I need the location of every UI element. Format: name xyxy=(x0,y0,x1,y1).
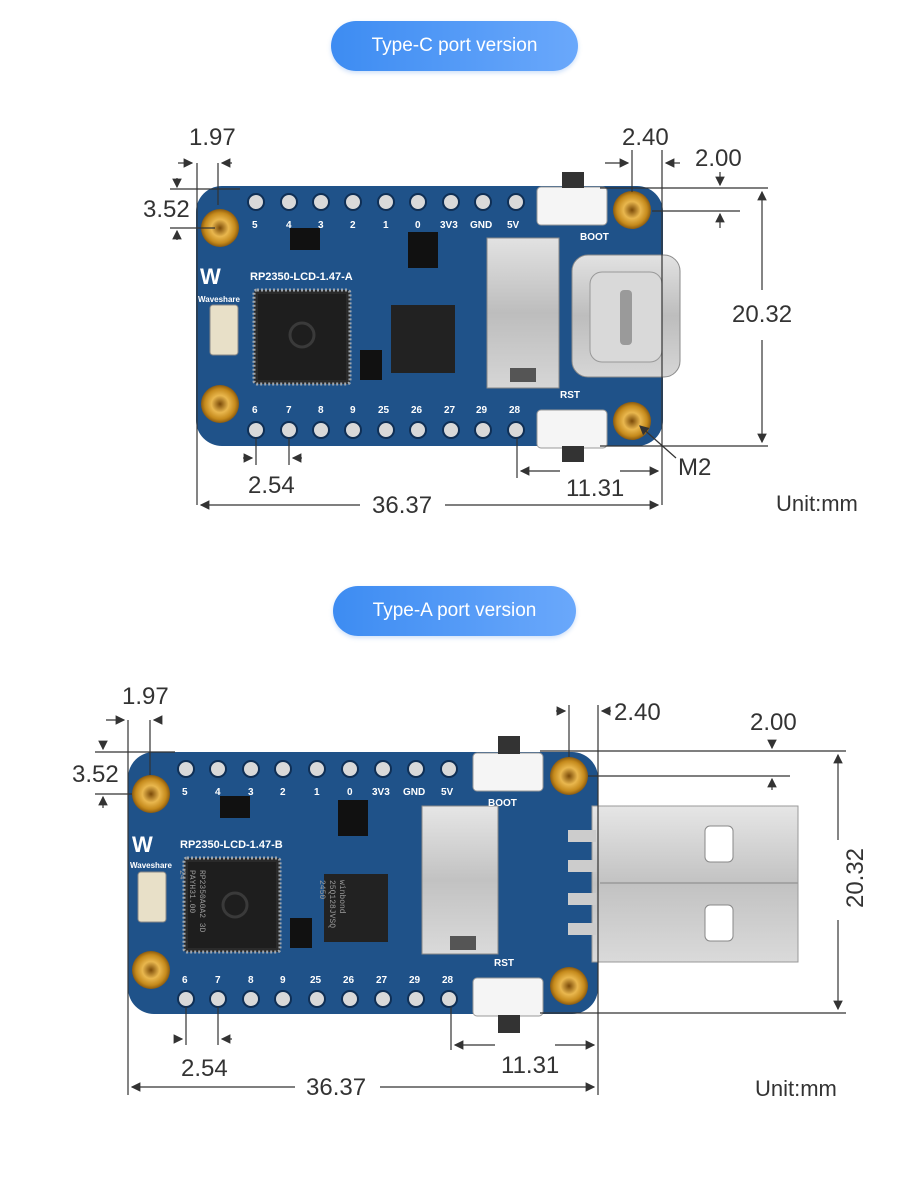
pin-label: 0 xyxy=(347,787,353,798)
dim-11-31: 11.31 xyxy=(501,1052,560,1079)
pin-label: 29 xyxy=(476,405,488,416)
mount-hole xyxy=(550,967,588,1005)
sd-card-slot xyxy=(486,237,560,389)
unit-label: Unit:mm xyxy=(755,1076,837,1101)
dim-11-31: 11.31 xyxy=(566,475,625,502)
dim-36-37: 36.37 xyxy=(372,492,433,519)
mount-hole xyxy=(201,385,239,423)
sd-card-slot xyxy=(421,805,499,955)
dim-20-32: 20.32 xyxy=(842,847,870,909)
unit-label: Unit:mm xyxy=(776,491,858,516)
boot-button xyxy=(472,752,544,792)
mount-hole xyxy=(132,951,170,989)
dim-20-32: 20.32 xyxy=(732,301,793,328)
pin-label: 3 xyxy=(248,787,254,798)
buzzer xyxy=(137,871,167,923)
boot-silk-label: BOOT xyxy=(580,232,609,243)
pin-label: 25 xyxy=(378,405,390,416)
flash-chip xyxy=(324,874,388,942)
dim-2-54: 2.54 xyxy=(248,472,295,499)
pin-label: 8 xyxy=(248,975,254,986)
section-badge-typea: Type-A port version xyxy=(333,586,576,636)
pin-label: 29 xyxy=(409,975,421,986)
waveshare-logo-icon: W xyxy=(132,832,153,857)
header-pins-top xyxy=(177,760,458,778)
flash-marking: 2450 xyxy=(317,880,326,899)
mount-hole xyxy=(613,191,651,229)
dim-2-00: 2.00 xyxy=(695,145,742,172)
flash-chip xyxy=(391,305,455,373)
dim-m2: M2 xyxy=(678,454,712,481)
dim-2-40: 2.40 xyxy=(614,699,661,726)
pin-label: GND xyxy=(470,220,492,231)
waveshare-logo-icon: W xyxy=(200,264,221,289)
dim-3-52: 3.52 xyxy=(72,761,119,788)
dim-1-97: 1.97 xyxy=(122,683,169,710)
pin-label: 9 xyxy=(350,405,356,416)
pin-label: 9 xyxy=(280,975,286,986)
pin-label: 2 xyxy=(280,787,286,798)
pin-label: 3 xyxy=(318,220,324,231)
pin-label: 6 xyxy=(252,405,258,416)
section-badge-typec: Type-C port version xyxy=(331,21,578,71)
pin-label: 0 xyxy=(415,220,421,231)
dim-3-52: 3.52 xyxy=(143,196,190,223)
pin-label: 5V xyxy=(441,787,454,798)
brand-silk-label: Waveshare xyxy=(198,295,241,304)
mount-hole xyxy=(132,775,170,813)
pin-label: 4 xyxy=(286,220,292,231)
pin-label: 7 xyxy=(215,975,221,986)
brand-silk-label: Waveshare xyxy=(130,861,173,870)
mount-hole xyxy=(550,757,588,795)
dim-36-37: 36.37 xyxy=(306,1074,367,1101)
dimension-lines-typea xyxy=(95,705,846,1095)
pin-label: GND xyxy=(403,787,425,798)
pin-label: 3V3 xyxy=(440,220,458,231)
dim-1-97: 1.97 xyxy=(189,124,236,151)
dim-2-54: 2.54 xyxy=(181,1055,228,1082)
dimension-lines-typec xyxy=(170,150,768,510)
boot-silk-label: BOOT xyxy=(488,798,517,809)
pin-label: 28 xyxy=(442,975,454,986)
pin-label: 2 xyxy=(350,220,356,231)
pin-label: 26 xyxy=(343,975,355,986)
pin-label: 4 xyxy=(215,787,221,798)
pin-label: 1 xyxy=(383,220,389,231)
pin-label: 3V3 xyxy=(372,787,390,798)
pin-label: 5 xyxy=(182,787,188,798)
usb-a-plug xyxy=(591,805,799,963)
flash-marking: 25Q128JVSQ xyxy=(327,880,336,928)
pin-label: 5 xyxy=(252,220,258,231)
pin-label: 8 xyxy=(318,405,324,416)
rst-silk-label: RST xyxy=(494,958,514,969)
dim-2-40: 2.40 xyxy=(622,124,669,151)
header-pins-top xyxy=(247,193,525,211)
pin-label: 26 xyxy=(411,405,423,416)
chip-marking: RP2350A0A2 3D xyxy=(197,870,206,933)
pin-label: 6 xyxy=(182,975,188,986)
rst-silk-label: RST xyxy=(560,390,580,401)
chip-marking: 24 xyxy=(177,870,186,880)
pin-label: 7 xyxy=(286,405,292,416)
pin-label: 28 xyxy=(509,405,521,416)
buzzer xyxy=(209,304,239,356)
board-silk-label: RP2350-LCD-1.47-B xyxy=(180,839,283,851)
header-pins-bottom xyxy=(177,990,458,1008)
flash-marking: winbond xyxy=(337,880,346,914)
pin-label: 25 xyxy=(310,975,322,986)
board-silk-label: RP2350-LCD-1.47-A xyxy=(250,271,353,283)
pin-label: 1 xyxy=(314,787,320,798)
chip-marking: PAYH31.00 xyxy=(187,870,196,913)
rst-button xyxy=(472,977,544,1017)
pin-label: 27 xyxy=(376,975,388,986)
mount-hole xyxy=(201,209,239,247)
dim-2-00: 2.00 xyxy=(750,709,797,736)
pin-label: 5V xyxy=(507,220,520,231)
pin-label: 27 xyxy=(444,405,456,416)
